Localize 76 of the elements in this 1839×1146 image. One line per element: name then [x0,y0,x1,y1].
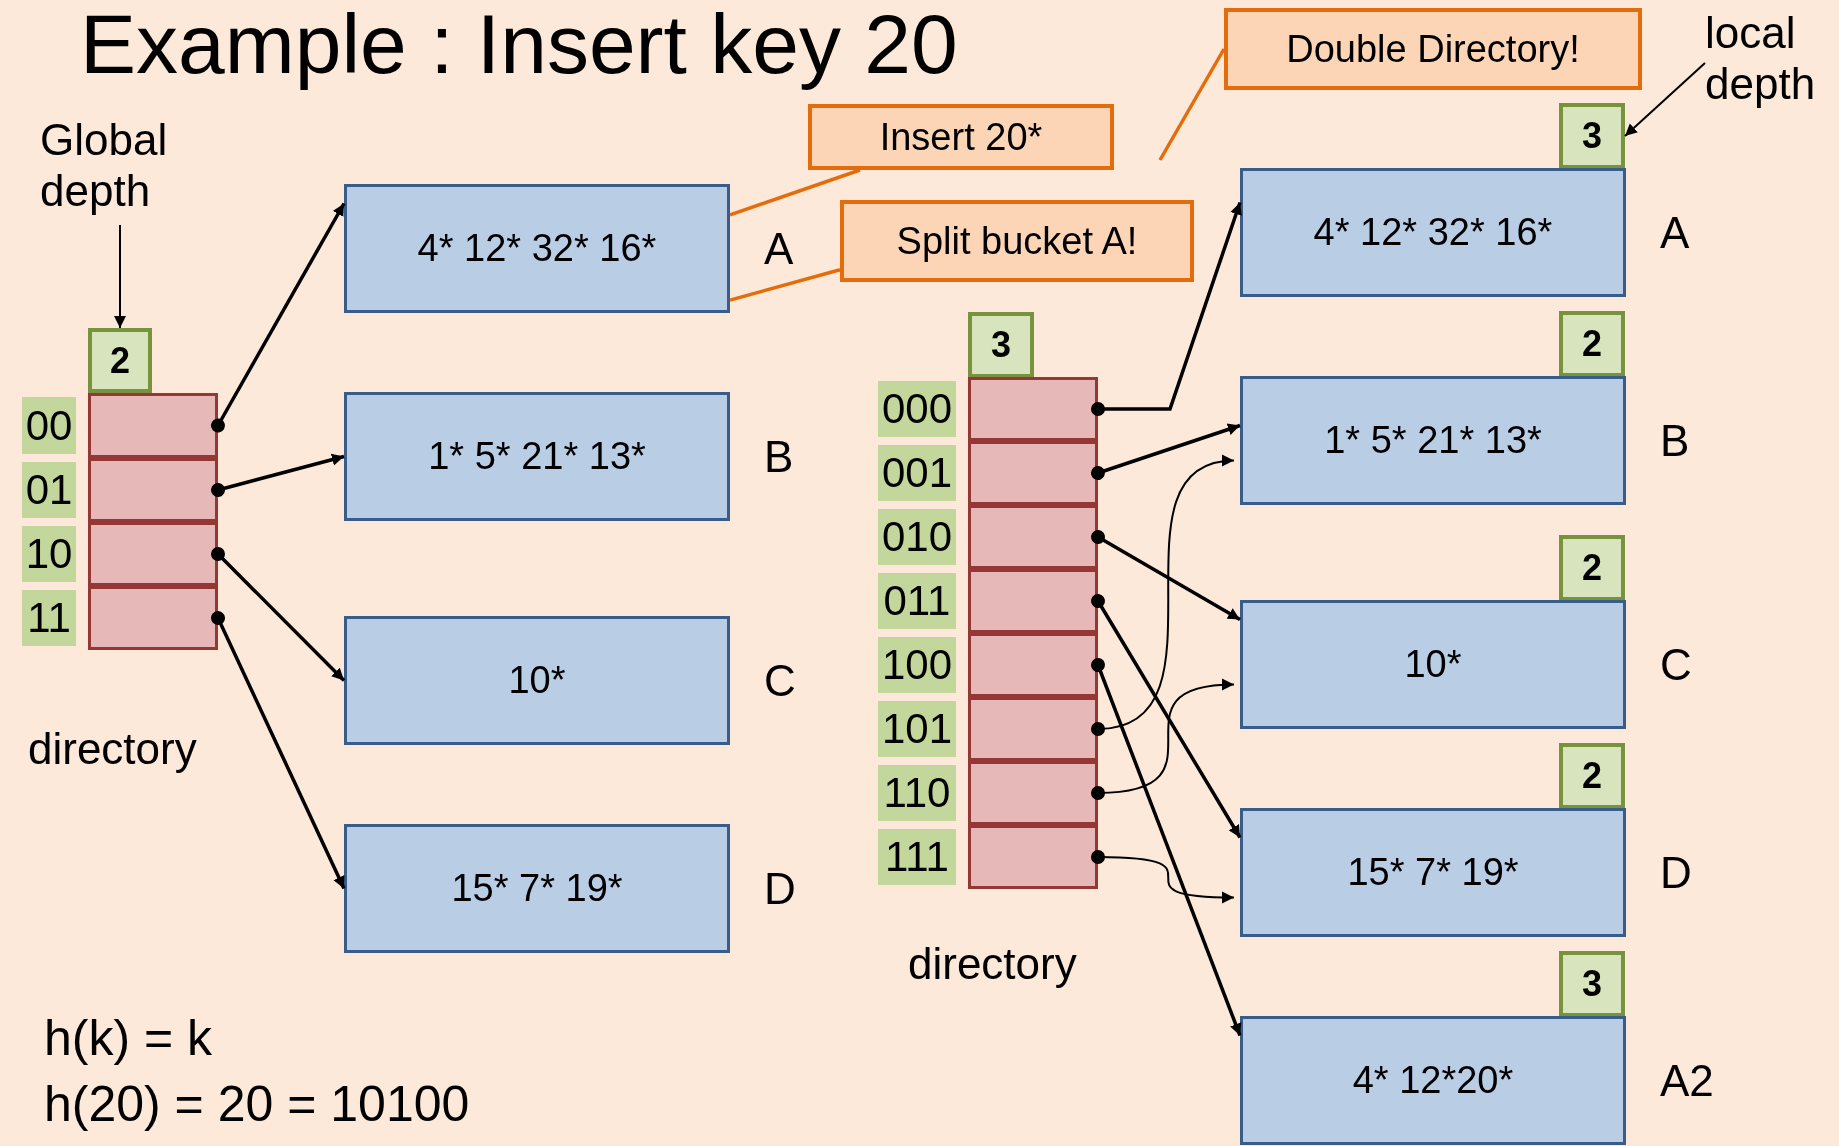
bit-label: 001 [878,445,956,501]
bucket-letter: D [764,862,796,915]
directory-slot [968,633,1098,697]
formula-text: h(20) = 20 = 10100 [44,1076,470,1134]
bit-label: 110 [878,765,956,821]
directory-slot [88,458,218,522]
bit-label: 01 [22,462,76,518]
arrow [1624,62,1706,137]
callout-box: Insert 20* [808,104,1114,170]
arrow [211,202,346,433]
depth-box: 2 [1559,743,1625,809]
directory-slot [88,522,218,586]
formula-text: h(k) = k [44,1010,213,1068]
bucket-letter: C [1660,638,1692,691]
bucket-letter: C [764,654,796,707]
arrow [211,611,346,890]
directory-slot [88,586,218,650]
bucket-letter: B [764,430,794,483]
bucket-letter: A2 [1660,1054,1714,1107]
arrow [1091,201,1242,416]
bucket-box: 10* [344,616,730,745]
callout-tail [729,168,861,217]
directory-label: directory [908,939,1077,990]
directory-slot [968,825,1098,889]
bucket-box: 4* 12* 32* 16* [1240,168,1626,297]
depth-box: 3 [1559,951,1625,1017]
directory-slot [968,505,1098,569]
depth-box: 2 [88,328,152,393]
callout-box: Double Directory! [1224,8,1642,90]
bit-label: 000 [878,381,956,437]
arrow [1091,530,1241,621]
directory-slot [968,761,1098,825]
bucket-letter: A [1660,206,1690,259]
bucket-box: 1* 5* 21* 13* [344,392,730,521]
title: Example : Insert key 20 [80,0,958,93]
arrow [1091,423,1241,480]
directory-slot [968,697,1098,761]
depth-box: 2 [1559,311,1625,377]
bucket-box: 4* 12* 32* 16* [344,184,730,313]
bucket-box: 10* [1240,600,1626,729]
depth-caption: Global depth [40,115,200,225]
directory-slot [968,441,1098,505]
arrow [211,453,345,497]
bucket-box: 1* 5* 21* 13* [1240,376,1626,505]
depth-box: 2 [1559,535,1625,601]
bit-label: 111 [878,829,956,885]
callout-tail [729,268,841,302]
depth-box: 3 [968,312,1034,378]
bit-label: 11 [22,590,76,646]
bit-label: 011 [878,573,956,629]
bit-label: 00 [22,397,76,454]
bit-label: 101 [878,701,956,757]
bit-label: 10 [22,526,76,582]
depth-caption: local depth [1705,8,1835,118]
arrow [1091,850,1235,904]
callout-box: Split bucket A! [840,200,1194,282]
arrow [1091,658,1242,1037]
bucket-box: 4* 12*20* [1240,1016,1626,1145]
directory-slot [88,393,218,458]
bucket-box: 15* 7* 19* [1240,808,1626,937]
arrow [1091,594,1242,839]
callout-tail [1158,48,1226,161]
bucket-box: 15* 7* 19* [344,824,730,953]
bit-label: 010 [878,509,956,565]
directory-label: directory [28,724,197,775]
arrow [211,547,346,682]
bucket-letter: D [1660,846,1692,899]
depth-box: 3 [1559,103,1625,169]
arrow [1091,679,1235,800]
bit-label: 100 [878,637,956,693]
bucket-letter: B [1660,414,1690,467]
directory-slot [968,377,1098,441]
arrow [114,224,126,329]
directory-slot [968,569,1098,633]
bucket-letter: A [764,222,794,275]
arrow [1091,456,1235,736]
